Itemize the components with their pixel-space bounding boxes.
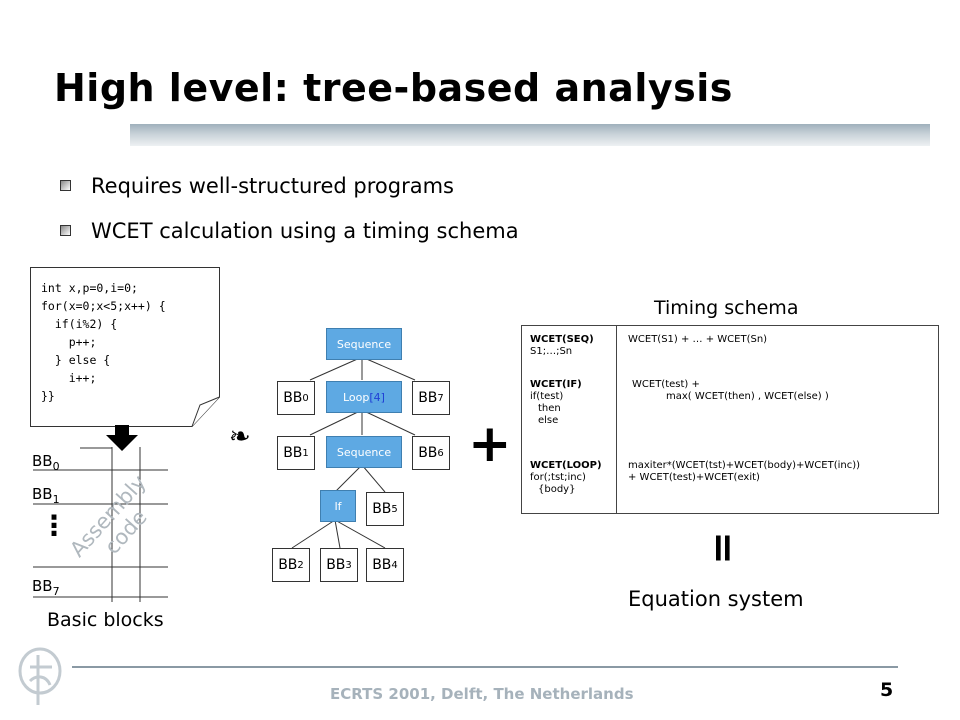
code-line: for(x=0;x<5;x++) {: [41, 299, 166, 313]
bullet-item: WCET calculation using a timing schema: [60, 219, 519, 243]
footer-rule: [72, 666, 898, 668]
title-underline-bar: [130, 124, 930, 146]
bb1-label: BB1: [32, 485, 60, 506]
bullet-text: WCET calculation using a timing schema: [91, 219, 519, 243]
bb0-label: BB0: [32, 452, 60, 473]
ellipsis-vertical: ⋮: [40, 509, 68, 542]
schema-row-left: WCET(LOOP) for(;tst;inc) {body}: [530, 460, 602, 495]
schema-row-left: WCET(IF) if(test) then else: [530, 379, 582, 426]
code-line: i++;: [41, 371, 97, 385]
university-logo-icon: [18, 647, 62, 705]
basic-blocks-column: [33, 447, 168, 602]
code-line: p++;: [41, 335, 97, 349]
equals-icon: =: [699, 531, 746, 565]
square-bullet-icon: [60, 179, 71, 191]
table-column-divider: [616, 326, 617, 513]
schema-row-right: maxiter*(WCET(tst)+WCET(body)+WCET(inc))…: [628, 460, 861, 483]
footer-conference: ECRTS 2001, Delft, The Netherlands: [330, 685, 634, 703]
tree-edges: [291, 356, 416, 549]
sequence-inner-node: Sequence: [326, 436, 402, 468]
schema-row-left: WCET(SEQ) S1;…;Sn: [530, 334, 594, 357]
bullet-item: Requires well-structured programs: [60, 174, 454, 198]
square-bullet-icon: [60, 224, 71, 236]
slide-title: High level: tree-based analysis: [54, 66, 733, 110]
timing-schema-heading: Timing schema: [654, 297, 799, 319]
schema-row-right: WCET(test) + max( WCET(then) , WCET(else…: [632, 379, 829, 402]
page-number: 5: [880, 679, 894, 701]
code-line: int x,p=0,i=0;: [41, 281, 138, 295]
schema-row-right: WCET(S1) + … + WCET(Sn): [628, 334, 768, 345]
code-line: } else {: [41, 353, 111, 367]
code-line: if(i%2) {: [41, 317, 118, 331]
bb7-label: BB7: [32, 577, 60, 598]
code-line: }}: [41, 389, 55, 403]
plus-icon: +: [468, 414, 512, 474]
code-note-shape: [30, 267, 220, 427]
timing-schema-table: WCET(SEQ) S1;…;Sn WCET(S1) + … + WCET(Sn…: [521, 325, 939, 514]
sequence-node: Sequence: [326, 328, 402, 360]
arrow-icon: ❧: [229, 422, 251, 452]
source-code: int x,p=0,i=0; for(x=0;x<5;x++) { if(i%2…: [41, 279, 166, 405]
down-arrow-icon: [106, 425, 138, 451]
equation-system-label: Equation system: [628, 587, 804, 611]
loop-bound: [4]: [369, 390, 385, 404]
if-node: If: [320, 490, 356, 522]
basic-blocks-caption: Basic blocks: [47, 609, 164, 631]
loop-node: Loop [4]: [326, 381, 402, 413]
bullet-text: Requires well-structured programs: [91, 174, 454, 198]
